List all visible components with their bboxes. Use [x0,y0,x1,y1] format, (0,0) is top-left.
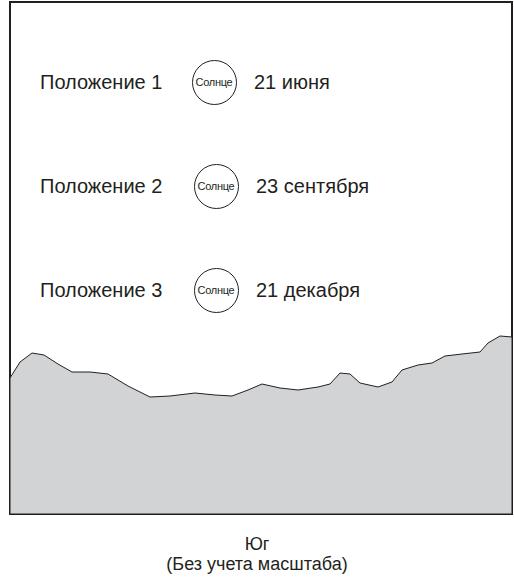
sun-circle-outline [194,268,238,312]
direction-label: Юг [245,535,270,555]
sun-circle: Солнце [194,164,239,209]
position-label: Положение 3 [40,279,162,301]
sun-circle-outline [194,164,238,208]
sun-circle: Солнце [192,60,237,105]
sun-text: Солнце [198,180,235,192]
scale-note: (Без учета масштаба) [166,555,347,575]
date-label: 21 декабря [256,279,360,301]
date-label: 23 сентября [256,175,369,197]
sun-circle-outline [192,60,236,104]
sun-circle: Солнце [194,268,239,313]
frame [10,2,512,514]
date-label: 21 июня [254,71,330,93]
sun-text: Солнце [196,76,233,88]
sun-text: Солнце [198,284,235,296]
position-label: Положение 2 [40,175,162,197]
mountain-horizon [10,336,512,514]
position-label: Положение 1 [40,71,162,93]
